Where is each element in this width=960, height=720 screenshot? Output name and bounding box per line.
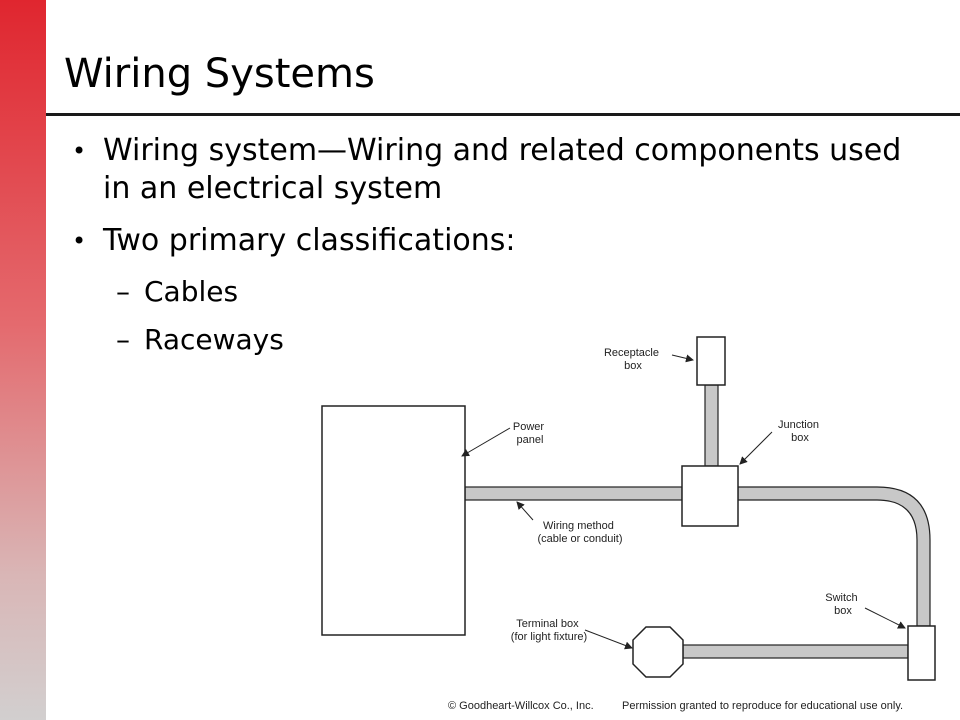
label-receptacle-box: Receptacle box [604, 347, 662, 372]
arrow-receptacle [671, 354, 694, 363]
label-switch-box: Switch box [825, 592, 860, 617]
footer-permission: Permission granted to reproduce for educ… [622, 700, 904, 712]
bullet-classifications: Two primary classifications: [72, 222, 912, 260]
terminal-box [632, 626, 684, 678]
slide-title: Wiring Systems [64, 51, 375, 97]
title-underline [46, 113, 960, 116]
arrow-junction [739, 431, 773, 465]
accent-side-bar [0, 0, 46, 720]
sub-bullet-raceways: Raceways [72, 322, 912, 358]
wiring-system-diagram: Receptacle box Power panel Junction box … [321, 336, 936, 681]
receptacle-box [696, 336, 726, 386]
arrow-terminal [584, 629, 633, 650]
bullet-wiring-system: Wiring system—Wiring and related compone… [72, 132, 912, 208]
footer-copyright: © Goodheart-Willcox Co., Inc. [448, 700, 594, 712]
conduit-panel-to-junction [464, 486, 683, 501]
conduit-junction-to-receptacle [704, 384, 719, 467]
sub-bullet-cables: Cables [72, 274, 912, 310]
arrow-switch [864, 607, 906, 629]
label-junction-box: Junction box [778, 419, 822, 444]
switch-box [907, 625, 936, 681]
bullet-list: Wiring system—Wiring and related compone… [72, 132, 912, 370]
power-panel-box [321, 405, 466, 636]
conduit-switch-to-terminal [682, 644, 909, 659]
label-wiring-method: Wiring method (cable or conduit) [538, 520, 623, 545]
label-power-panel: Power panel [513, 421, 547, 446]
arrow-wiring-method [516, 501, 534, 521]
junction-box [681, 465, 739, 527]
label-terminal-box: Terminal box (for light fixture) [511, 618, 587, 643]
leader-arrows [461, 354, 906, 650]
arrow-power-panel [461, 427, 511, 457]
conduit-runs [464, 384, 931, 659]
